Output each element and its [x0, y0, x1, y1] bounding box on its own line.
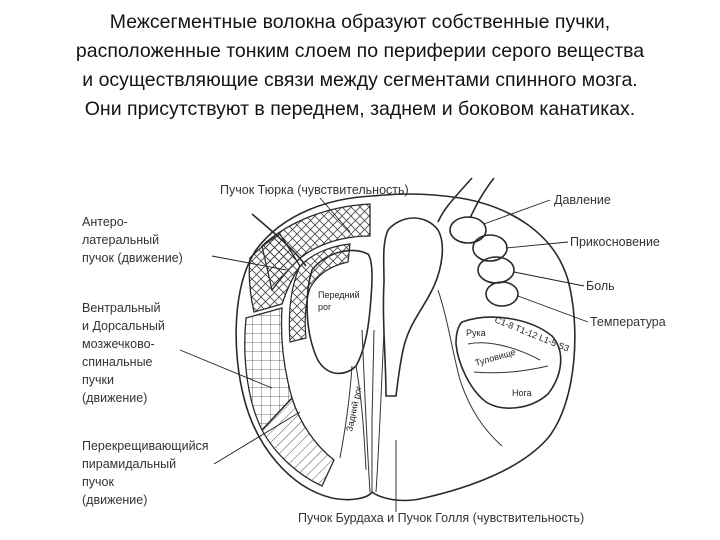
label-anterolateral-1: Антеро- [82, 215, 128, 229]
leader-pain [513, 271, 585, 287]
anterior-horn [306, 249, 373, 375]
label-touch: Прикосновение [570, 235, 660, 249]
label-pain: Боль [586, 279, 615, 293]
cord-outline [235, 193, 576, 502]
label-pyramidal-4: (движение) [82, 493, 147, 507]
leader-pyramidal [213, 411, 301, 465]
posterior-horn-left [339, 365, 367, 471]
heading-line-4: Они присутствуют в переднем, заднем и бо… [84, 98, 636, 120]
leader-anterolateral [211, 255, 287, 271]
label-pressure: Давление [554, 193, 611, 207]
label-pyramidal-1: Перекрещивающийся [82, 439, 209, 453]
label-spinocerebellar-5: пучки [82, 373, 114, 387]
pressure-bundle [449, 216, 487, 244]
temperature-bundle [485, 281, 519, 307]
pyramidal-fasciculus [261, 396, 335, 487]
label-temperature: Температура [590, 315, 666, 329]
label-segments: C1-8 T1-12 L1-5 S3 [493, 315, 570, 354]
posterior-septum [361, 329, 385, 493]
label-spinocerebellar-3: мозжечково- [82, 337, 155, 351]
anterolateral-fasciculus [248, 233, 301, 313]
map-divider-1 [467, 342, 541, 361]
leader-turk [319, 197, 351, 233]
slide-heading: Межсегментные волокна образуют собственн… [0, 8, 720, 124]
label-turk: Пучок Тюрка (чувствительность) [220, 183, 409, 197]
label-arm: Рука [466, 328, 486, 338]
label-anterior-horn-2: рог [318, 302, 332, 312]
leader-spinocerebellar [179, 349, 273, 389]
label-anterior-horn-1: Передний [318, 290, 360, 300]
label-spinocerebellar-6: (движение) [82, 391, 147, 405]
label-burdach-goll: Пучок Бурдаха и Пучок Голля (чувствитель… [298, 511, 584, 525]
label-leg: Нога [512, 388, 532, 398]
map-divider-2 [473, 365, 549, 374]
leader-pressure [483, 199, 551, 225]
right-grey-matter [382, 217, 444, 397]
label-anterolateral-2: латеральный [82, 233, 159, 247]
heading-line-1: Межсегментные волокна образуют собственн… [109, 11, 611, 33]
right-lateral-inner [437, 289, 503, 447]
label-spinocerebellar-1: Вентральный [82, 301, 161, 315]
dorsal-root-2 [469, 177, 495, 219]
ventral-root [251, 213, 307, 267]
label-posterior-horn: Задний рог [344, 384, 364, 432]
label-pyramidal-2: пирамидальный [82, 457, 176, 471]
leader-temperature [517, 295, 589, 323]
dorsal-root [437, 177, 473, 223]
left-inner-layer [288, 243, 351, 343]
label-trunk: Туловище [474, 347, 517, 368]
heading-line-3: и осуществляющие связи между сегментами … [82, 69, 638, 91]
heading-line-2: расположенные тонким слоем по периферии … [75, 40, 645, 62]
leader-touch [505, 241, 569, 249]
label-spinocerebellar-4: спинальные [82, 355, 153, 369]
somatotopic-map [455, 316, 562, 409]
label-anterolateral-3: пучок (движение) [82, 251, 183, 265]
label-spinocerebellar-2: и Дорсальный [82, 319, 165, 333]
label-pyramidal-3: пучок [82, 475, 114, 489]
